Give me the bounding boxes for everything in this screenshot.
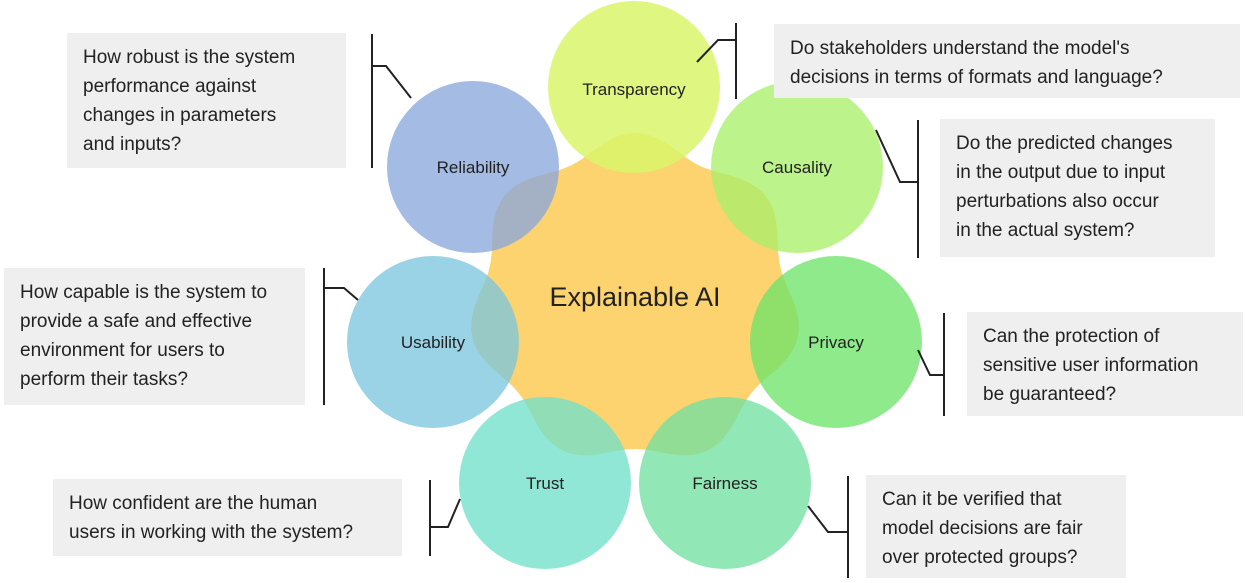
question-text-privacy: Can the protection of sensitive user inf… — [983, 326, 1199, 405]
question-fairness: Can it be verified that model decisions … — [866, 475, 1126, 578]
connector-usability — [324, 287, 359, 301]
label-transparency: Transparency — [582, 80, 686, 99]
node-causality: Causality — [711, 81, 883, 253]
label-reliability: Reliability — [437, 158, 510, 177]
connector-fairness — [807, 505, 848, 533]
question-trust: How confident are the human users in wor… — [53, 479, 402, 556]
circle-privacy — [750, 256, 922, 428]
question-transparency: Do stakeholders understand the model's d… — [774, 24, 1240, 98]
question-text-reliability: How robust is the system performance aga… — [83, 47, 296, 155]
question-text-causality: Do the predicted changes in the output d… — [956, 133, 1173, 241]
center-label: Explainable AI — [549, 282, 720, 312]
question-reliability: How robust is the system performance aga… — [67, 33, 346, 168]
label-privacy: Privacy — [808, 333, 864, 352]
circle-usability — [347, 256, 519, 428]
connector-causality — [875, 129, 918, 183]
label-usability: Usability — [401, 333, 466, 352]
node-trust: Trust — [459, 397, 631, 569]
question-text-fairness: Can it be verified that model decisions … — [882, 489, 1083, 568]
circle-fairness — [639, 397, 811, 569]
node-transparency: Transparency — [548, 1, 720, 173]
label-causality: Causality — [762, 158, 832, 177]
center-shape — [471, 133, 799, 456]
node-privacy: Privacy — [750, 256, 922, 428]
circle-reliability — [387, 81, 559, 253]
connector-reliability — [372, 65, 412, 99]
node-fairness: Fairness — [639, 397, 811, 569]
label-fairness: Fairness — [692, 474, 757, 493]
connector-transparency — [696, 39, 736, 63]
node-reliability: Reliability — [387, 81, 559, 253]
label-trust: Trust — [526, 474, 564, 493]
question-causality: Do the predicted changes in the output d… — [940, 119, 1215, 257]
node-usability: Usability — [347, 256, 519, 428]
question-usability: How capable is the system to provide a s… — [4, 268, 305, 405]
question-privacy: Can the protection of sensitive user inf… — [967, 312, 1243, 416]
question-text-usability: How capable is the system to provide a s… — [20, 282, 268, 390]
connector-trust — [430, 498, 461, 528]
question-text-transparency: Do stakeholders understand the model's d… — [790, 38, 1163, 88]
connector-privacy — [917, 349, 944, 376]
circle-causality — [711, 81, 883, 253]
question-text-trust: How confident are the human users in wor… — [69, 493, 354, 543]
circle-transparency — [548, 1, 720, 173]
circle-trust — [459, 397, 631, 569]
